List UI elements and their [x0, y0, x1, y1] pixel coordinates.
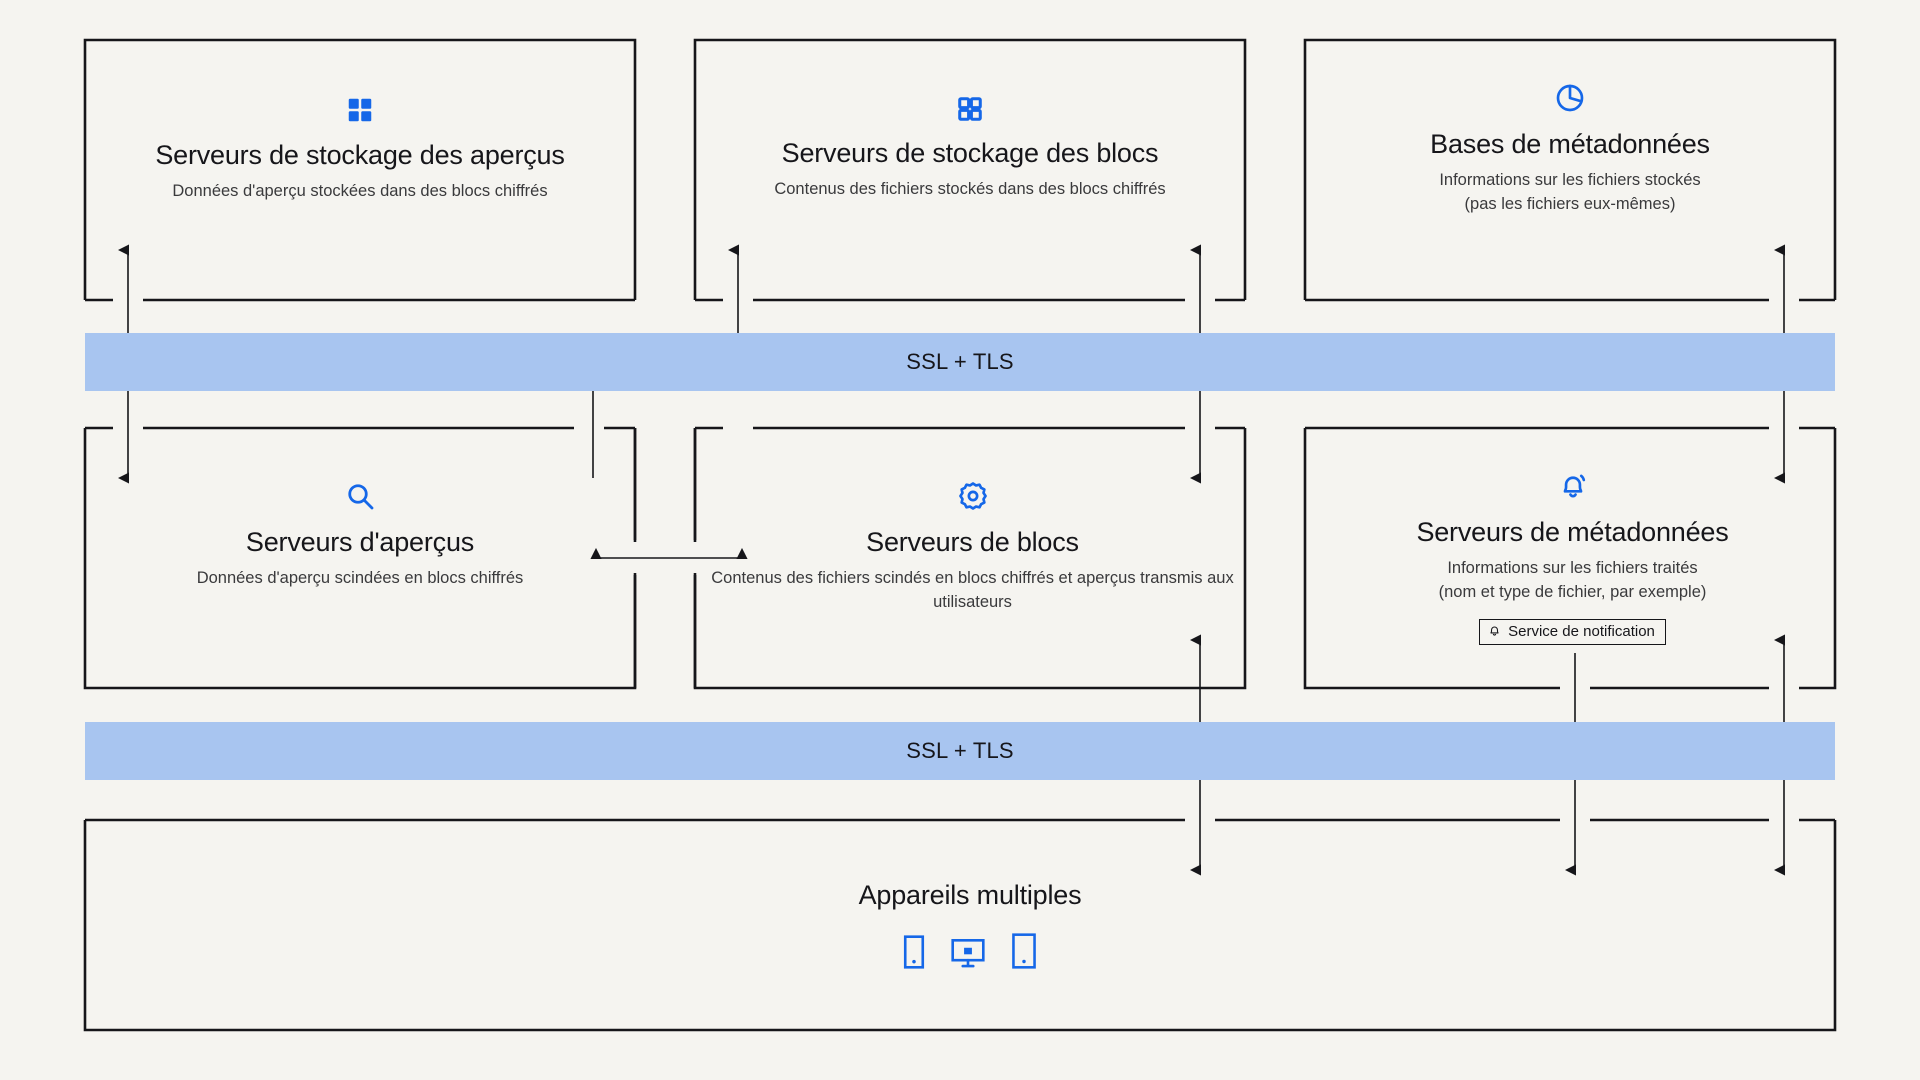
node-description: Données d'aperçu scindées en blocs chiff…: [196, 569, 524, 588]
node-preview-servers: Serveurs d'aperçus Données d'aperçu scin…: [105, 480, 615, 591]
node-preview-storage-servers: Serveurs de stockage des aperçus Données…: [85, 95, 635, 204]
node-title: Serveurs de stockage des blocs: [781, 138, 1159, 168]
node-metadata-databases: Bases de métadonnées Informations sur le…: [1305, 82, 1835, 217]
node-description-line2: (pas les fichiers eux-mêmes): [1464, 194, 1676, 213]
phone-icon: [903, 935, 925, 974]
node-metadata-servers: Serveurs de métadonnées Informations sur…: [1310, 470, 1835, 645]
tablet-icon: [1011, 933, 1037, 974]
device-icon-row: [695, 933, 1245, 974]
node-block-servers: Serveurs de blocs Contenus des fichiers …: [700, 480, 1245, 615]
ssl-tls-band-top: SSL + TLS: [85, 333, 1835, 391]
notification-service-chip[interactable]: Service de notification: [1479, 618, 1666, 645]
node-title: Serveurs de métadonnées: [1416, 517, 1729, 547]
node-title: Bases de métadonnées: [1430, 129, 1710, 159]
node-title: Serveurs de blocs: [866, 527, 1079, 557]
pie-chart-icon: [1305, 82, 1835, 119]
notification-service-label: Service de notification: [1508, 623, 1655, 641]
node-description: Données d'aperçu stockées dans des blocs…: [172, 182, 548, 201]
node-multiple-devices: Appareils multiples: [695, 880, 1245, 974]
node-description-line1: Informations sur les fichiers traités: [1447, 559, 1698, 578]
node-description-line1: Informations sur les fichiers stockés: [1439, 171, 1701, 190]
node-description: Contenus des fichiers scindés en blocs c…: [711, 569, 1234, 611]
grid-outline-icon: [695, 95, 1245, 128]
bell-icon: [1310, 470, 1835, 507]
desktop-icon: [951, 937, 985, 974]
node-title: Serveurs de stockage des aperçus: [155, 140, 565, 170]
ssl-tls-label: SSL + TLS: [906, 738, 1014, 763]
ssl-tls-label: SSL + TLS: [906, 349, 1014, 374]
node-title: Appareils multiples: [858, 880, 1082, 910]
node-block-storage-servers: Serveurs de stockage des blocs Contenus …: [695, 95, 1245, 202]
magnifier-icon: [105, 480, 615, 517]
gear-icon: [700, 480, 1245, 517]
bell-small-icon: [1488, 624, 1501, 640]
ssl-tls-band-bottom: SSL + TLS: [85, 722, 1835, 780]
node-title: Serveurs d'aperçus: [245, 527, 475, 557]
node-description: Contenus des fichiers stockés dans des b…: [774, 180, 1166, 199]
node-description-line2: (nom et type de fichier, par exemple): [1438, 582, 1707, 601]
grid-filled-icon: [85, 95, 635, 130]
